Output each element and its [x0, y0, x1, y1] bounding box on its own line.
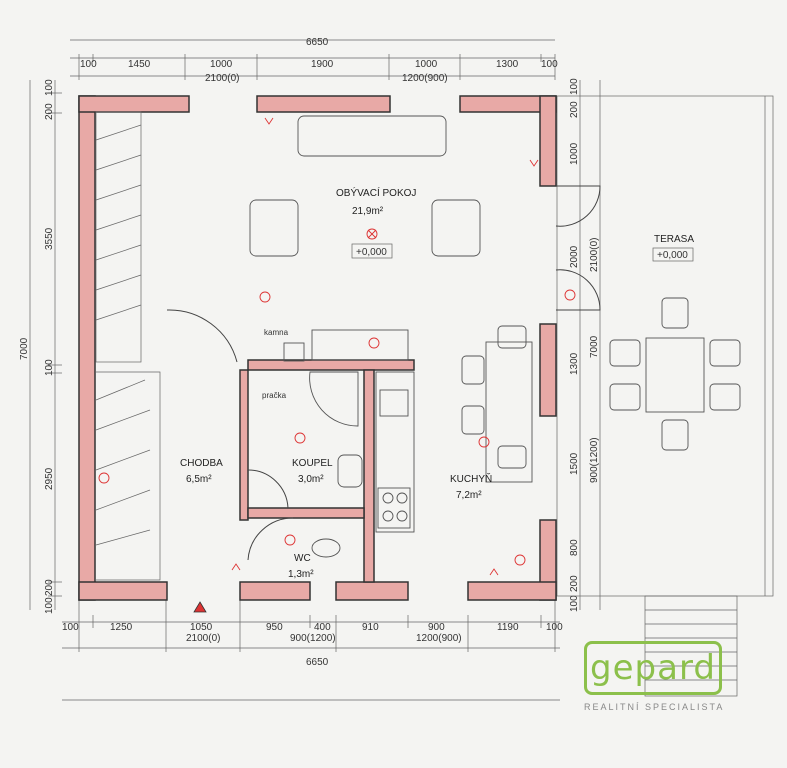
kitchen-counter — [375, 371, 415, 533]
dim-top-6: 100 — [541, 59, 558, 70]
dim-top-3: 1900 — [311, 59, 334, 70]
kitchen-area: 7,2m² — [456, 490, 482, 501]
dim-top-4: 1000 — [415, 59, 438, 70]
dim-bottom-1: 1250 — [110, 622, 133, 633]
dim-bottom-2: 1050 — [190, 622, 213, 633]
dim-right-8: 800 — [569, 539, 580, 556]
electrical-symbols — [98, 117, 576, 576]
dim-left-2: 3550 — [44, 227, 55, 250]
terrace-name: TERASA — [654, 234, 694, 245]
dim-top-0: 100 — [80, 59, 97, 70]
dim-right-5: 1300 — [569, 352, 580, 375]
dim-bottom-0: 100 — [62, 622, 79, 633]
dim-right-overall: 7000 — [589, 335, 600, 358]
dim-right-6: 1500 — [569, 452, 580, 475]
dim-bottom-4: 400 — [314, 622, 331, 633]
dim-bottom-7: 1190 — [497, 622, 519, 633]
walls — [78, 95, 557, 601]
toilet — [311, 538, 341, 558]
dim-bottom-8: 100 — [546, 622, 563, 633]
dining-table — [485, 341, 533, 483]
dim-top-opening-0: 2100(0) — [205, 73, 239, 84]
dim-left-1: 200 — [44, 103, 55, 120]
doors — [166, 185, 601, 561]
right-dimensions: 100 200 1000 2000 2100(0) 1300 1500 900(… — [569, 78, 601, 612]
shower — [309, 371, 359, 427]
gepard-logo: gepard — [584, 641, 722, 695]
staircase — [95, 111, 161, 581]
dim-right-10: 100 — [569, 595, 580, 612]
dim-bottom-opening-2: 1200(900) — [416, 633, 462, 644]
dim-top-5: 1300 — [496, 59, 519, 70]
living-furniture — [249, 115, 481, 361]
bottom-dimensions: 100 1250 1050 950 400 910 900 1190 100 2… — [62, 600, 563, 701]
fireplace-label: kamna — [264, 328, 289, 337]
room-labels: OBÝVACÍ POKOJ 21,9m² +0,000 CHODBA 6,5m²… — [180, 186, 492, 580]
dim-bottom-5: 910 — [362, 622, 379, 633]
entrance-arrow-icon — [193, 601, 207, 613]
dim-top-1: 1450 — [128, 59, 151, 70]
dim-bottom-3: 950 — [266, 622, 283, 633]
bathroom-name: KOUPEL — [292, 458, 333, 469]
hallway-name: CHODBA — [180, 458, 223, 469]
kitchen-name: KUCHYŇ — [450, 472, 492, 485]
dim-right-0: 100 — [569, 78, 580, 95]
dim-top-2: 1000 — [210, 59, 233, 70]
dim-bottom-opening-0: 2100(0) — [186, 633, 220, 644]
terrace: TERASA +0,000 — [556, 95, 774, 697]
living-room-level: +0,000 — [356, 247, 387, 258]
left-dimensions: 100 200 3550 100 2950 200 100 7000 — [19, 79, 62, 614]
terrace-table — [645, 337, 705, 413]
living-room-name: OBÝVACÍ POKOJ — [336, 186, 416, 199]
dim-left-6: 100 — [44, 597, 55, 614]
dim-bottom-overall: 6650 — [306, 657, 329, 668]
dim-right-4: 2100(0) — [589, 238, 600, 272]
dim-left-4: 2950 — [44, 467, 55, 490]
kitchen-sink — [379, 389, 409, 417]
dim-left-overall: 7000 — [19, 337, 30, 360]
terrace-level: +0,000 — [657, 250, 688, 261]
dim-top-opening-1: 1200(900) — [402, 73, 448, 84]
dim-right-7: 900(1200) — [589, 437, 600, 483]
wc-area: 1,3m² — [288, 569, 314, 580]
hallway-area: 6,5m² — [186, 474, 212, 485]
washer — [283, 342, 305, 362]
top-dimensions: 100 1450 1000 1900 1000 1300 100 6650 21… — [70, 37, 558, 84]
logo-name: gepard — [590, 648, 716, 688]
armchair-left — [249, 199, 299, 257]
dim-right-1: 200 — [569, 101, 580, 118]
dim-right-3: 2000 — [569, 245, 580, 268]
dim-top-overall: 6650 — [306, 37, 329, 48]
dim-bottom-opening-1: 900(1200) — [290, 633, 336, 644]
sink — [337, 454, 363, 488]
terrace-chairs — [609, 297, 741, 451]
dim-right-9: 200 — [569, 575, 580, 592]
laundry-label: pračka — [262, 391, 287, 400]
wc-name: WC — [294, 553, 311, 564]
dim-left-5: 200 — [44, 579, 55, 596]
fireplace — [311, 329, 409, 361]
living-room-area: 21,9m² — [352, 206, 384, 217]
armchair-right — [431, 199, 481, 257]
dim-left-0: 100 — [44, 79, 55, 96]
cooktop — [377, 487, 411, 529]
sofa — [297, 115, 447, 157]
dim-left-3: 100 — [44, 359, 55, 376]
kitchen-fixtures — [375, 325, 533, 533]
dim-right-2: 1000 — [569, 142, 580, 165]
dim-bottom-6: 900 — [428, 622, 445, 633]
logo-tagline: REALITNÍ SPECIALISTA — [584, 702, 725, 712]
bathroom-area: 3,0m² — [298, 474, 324, 485]
bath-fixtures — [283, 342, 363, 558]
